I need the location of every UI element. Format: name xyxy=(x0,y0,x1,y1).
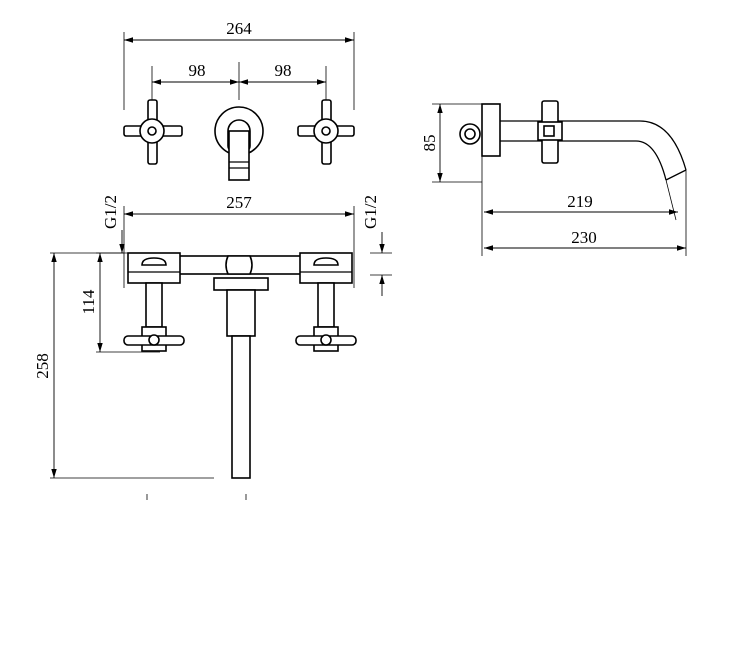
dim-label-handle-depth: 114 xyxy=(79,289,98,314)
top-view xyxy=(50,206,392,500)
dim-handle-depth: 114 xyxy=(79,253,103,352)
dim-total-depth: 230 xyxy=(484,228,686,251)
dim-label-side-height: 85 xyxy=(420,135,439,152)
front-right-cross-handle xyxy=(297,99,355,165)
dim-label-total-depth: 230 xyxy=(571,228,597,247)
dim-label-total-height: 258 xyxy=(33,353,52,379)
dim-label-connection-left: G1/2 xyxy=(101,195,120,229)
dim-label-connection-right: G1/2 xyxy=(361,195,380,229)
top-spout xyxy=(213,255,269,479)
dim-side-height: 85 xyxy=(420,104,443,182)
front-view xyxy=(123,32,355,181)
side-cross-handle xyxy=(537,100,563,164)
dim-connection-right: G1/2 xyxy=(361,195,385,296)
front-spout xyxy=(214,106,264,181)
dim-label-right-spacing: 98 xyxy=(275,61,292,80)
dim-overall-width: 264 xyxy=(124,19,354,43)
side-view xyxy=(432,100,687,256)
dim-handle-spacing: 98 98 xyxy=(152,61,326,85)
dim-label-spout-reach: 219 xyxy=(567,192,593,211)
dim-label-overall-width: 264 xyxy=(226,19,252,38)
dim-label-body-width: 257 xyxy=(226,193,252,212)
dim-connection-left: G1/2 xyxy=(101,195,125,253)
dim-spout-reach: 219 xyxy=(484,192,678,215)
dim-total-height: 258 xyxy=(33,253,57,478)
front-left-cross-handle xyxy=(123,99,183,165)
dim-body-width: 257 xyxy=(124,193,354,217)
dim-label-left-spacing: 98 xyxy=(189,61,206,80)
top-right-handle xyxy=(295,252,357,352)
top-left-handle xyxy=(123,252,185,352)
